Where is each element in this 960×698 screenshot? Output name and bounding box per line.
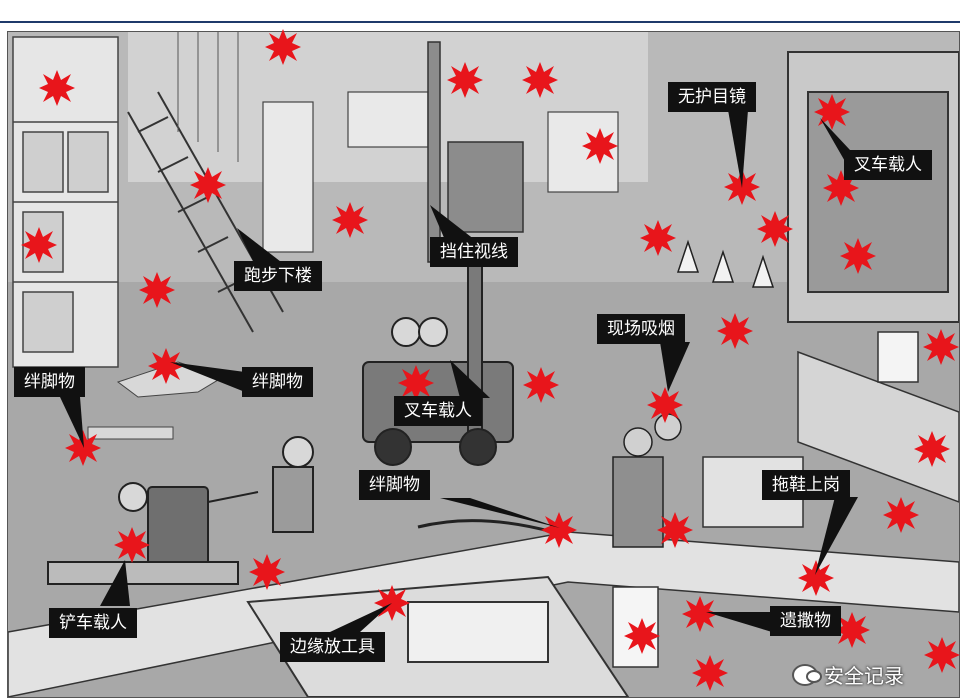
label-blocked-view: 挡住视线 xyxy=(430,237,518,267)
label-smoking: 现场吸烟 xyxy=(597,314,685,344)
header-rule xyxy=(0,21,960,23)
label-trip-left-top: 绊脚物 xyxy=(14,367,85,397)
warehouse-hazard-illustration xyxy=(7,31,960,698)
label-dropped-items: 遗撒物 xyxy=(770,606,841,636)
wechat-icon xyxy=(792,663,822,686)
label-slippers: 拖鞋上岗 xyxy=(762,470,850,500)
label-tools-on-edge: 边缘放工具 xyxy=(280,632,385,662)
label-running-stairs: 跑步下楼 xyxy=(234,261,322,291)
label-no-goggles: 无护目镜 xyxy=(668,82,756,112)
label-forklift-rider-center: 叉车载人 xyxy=(394,396,482,426)
label-trip-left-mid: 绊脚物 xyxy=(242,367,313,397)
label-pallet-jack-rider: 铲车载人 xyxy=(49,608,137,638)
watermark: 安全记录 xyxy=(792,660,904,689)
label-trip-center: 绊脚物 xyxy=(359,470,430,500)
watermark-text: 安全记录 xyxy=(824,664,904,688)
warehouse-drawing xyxy=(8,32,959,697)
label-forklift-rider-right: 叉车载人 xyxy=(844,150,932,180)
